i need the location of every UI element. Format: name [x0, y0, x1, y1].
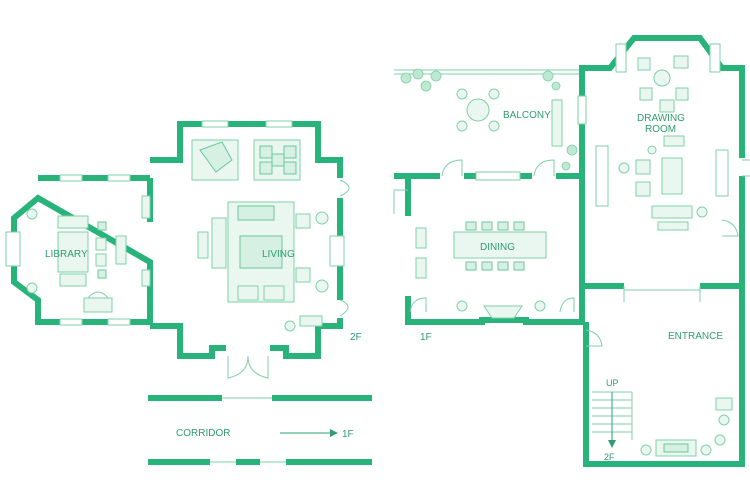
- room-label-entrance: ENTRANCE: [668, 331, 723, 342]
- corridor-label: CORRIDOR: [176, 428, 230, 439]
- room-label-drawing-room-line2: ROOM: [645, 124, 676, 135]
- staircase: [592, 391, 633, 448]
- room-label-library: LIBRARY: [45, 249, 88, 260]
- dining-floor-mark: 1F: [420, 332, 432, 343]
- dining-room: DINING 1F: [393, 159, 585, 343]
- room-label-living: LIVING: [262, 249, 295, 260]
- living-floor-mark: 2F: [350, 332, 362, 343]
- room-label-balcony: BALCONY: [503, 110, 551, 121]
- stair-floor-mark: 2F: [604, 452, 615, 462]
- room-label-dining: DINING: [480, 242, 515, 253]
- corridor: CORRIDOR 1F: [148, 395, 372, 465]
- drawing-room: DRAWING ROOM: [577, 35, 750, 289]
- stair-up-label: UP: [606, 378, 619, 388]
- library-room: LIBRARY: [5, 174, 153, 326]
- corridor-arrow-target: 1F: [342, 429, 354, 440]
- living-room: LIVING 2F: [150, 120, 362, 379]
- room-label-drawing-room-line1: DRAWING: [637, 113, 685, 124]
- balcony: BALCONY: [394, 68, 581, 171]
- entrance: ENTRANCE UP 2F: [579, 286, 745, 467]
